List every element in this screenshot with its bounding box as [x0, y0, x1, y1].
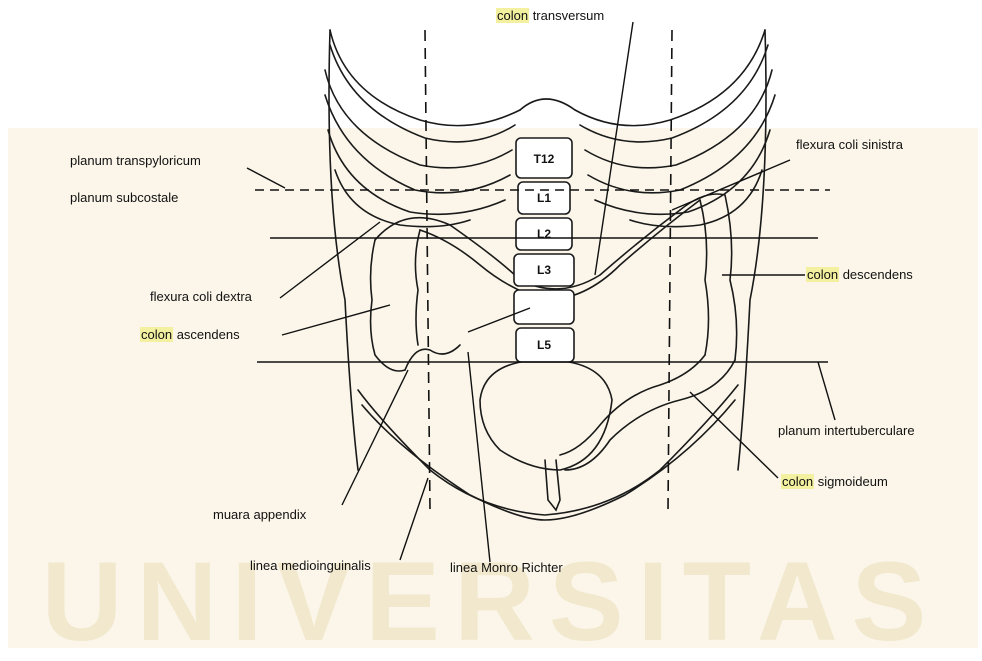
- colon-sigmoideum-inner: [560, 355, 705, 455]
- vertebra-label-l1: L1: [527, 191, 561, 205]
- label-muara-appendix: muara appendix: [213, 507, 306, 523]
- leader-linea-medioinguinalis: [400, 478, 428, 560]
- rib-left-4: [325, 95, 510, 193]
- linea-medioinguinalis-left: [425, 30, 430, 510]
- label-linea-medioinguinalis: linea medioinguinalis: [250, 558, 371, 574]
- label-planum-intertuberculare: planum intertuberculare: [778, 423, 915, 439]
- label-colon-descendens-rest: descendens: [839, 267, 913, 282]
- label-colon-ascendens-rest: ascendens: [173, 327, 240, 342]
- label-colon-ascendens-hl: colon: [140, 327, 173, 342]
- linea-medioinguinalis-right: [668, 30, 672, 510]
- label-colon-sigmoideum-hl: colon: [781, 474, 814, 489]
- label-colon-ascendens: colon ascendens: [140, 327, 240, 343]
- spine: [514, 138, 574, 362]
- appendix: [405, 345, 460, 370]
- label-colon-transversum: colon transversum: [496, 8, 604, 24]
- sacrum: [480, 360, 612, 470]
- label-colon-descendens-hl: colon: [806, 267, 839, 282]
- leader-colon-ascendens: [282, 305, 390, 335]
- label-colon-descendens: colon descendens: [806, 267, 913, 283]
- vertebra-label-l3: L3: [527, 263, 561, 277]
- rib-left-1: [330, 30, 520, 126]
- label-planum-transpyloricum: planum transpyloricum: [70, 153, 201, 169]
- label-colon-sigmoideum: colon sigmoideum: [781, 474, 888, 490]
- label-flexura-coli-sinistra: flexura coli sinistra: [796, 137, 903, 153]
- vertebra-l4: [514, 290, 574, 324]
- pelvis-inner: [362, 400, 735, 520]
- colon-ascendens-inner: [415, 230, 420, 345]
- coccyx: [545, 460, 560, 510]
- leader-colon-transversum: [595, 22, 633, 275]
- label-planum-subcostale: planum subcostale: [70, 190, 178, 206]
- leader-flexura-coli-dextra: [280, 222, 380, 298]
- leader-linea-monro-richter: [468, 352, 490, 562]
- xiphoid: [520, 99, 575, 110]
- label-flexura-coli-dextra: flexura coli dextra: [150, 289, 252, 305]
- label-colon-sigmoideum-rest: sigmoideum: [814, 474, 888, 489]
- vertebra-label-t12: T12: [527, 152, 561, 166]
- leader-planum-transpyloricum: [247, 168, 285, 188]
- vertebra-label-l2: L2: [527, 227, 561, 241]
- label-colon-transversum-hl: colon: [496, 8, 529, 23]
- label-colon-transversum-rest: transversum: [529, 8, 604, 23]
- rib-right-1: [575, 30, 765, 126]
- vertebra-label-l5: L5: [527, 338, 561, 352]
- label-linea-monro-richter: linea Monro Richter: [450, 560, 563, 576]
- leader-planum-intertuberculare: [818, 362, 835, 420]
